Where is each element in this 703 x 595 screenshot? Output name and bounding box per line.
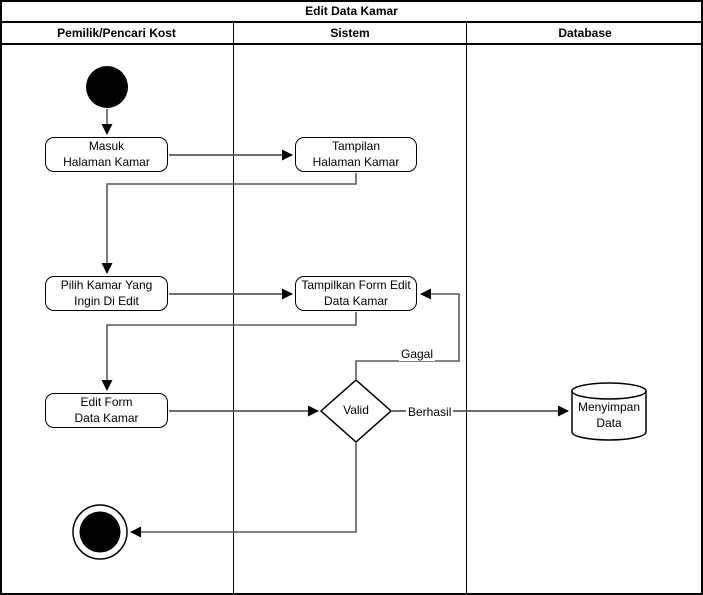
edge-label-gagal: Gagal — [399, 346, 436, 361]
initial-node — [86, 66, 128, 108]
edge-valid-gagal-loop — [355, 288, 460, 379]
swimlane-database: Database — [467, 23, 703, 595]
swimlane-header-database: Database — [467, 23, 703, 45]
final-node-core — [79, 511, 121, 553]
database-menyimpan-data-label: Menyimpan Data — [577, 400, 641, 430]
action-tampilkan-form-edit: Tampilkan Form Edit Data Kamar — [295, 276, 417, 311]
swimlane-sistem: Sistem — [234, 23, 467, 595]
diagram-title: Edit Data Kamar — [0, 0, 703, 23]
swimlane-pemilik: Pemilik/Pencari Kost — [0, 23, 234, 595]
edge-label-berhasil: Berhasil — [406, 404, 454, 419]
action-tampilan-halaman-kamar: Tampilan Halaman Kamar — [295, 137, 417, 172]
swimlane-header-sistem: Sistem — [234, 23, 466, 45]
action-pilih-kamar-edit: Pilih Kamar Yang Ingin Di Edit — [45, 276, 168, 311]
decision-diamond — [319, 378, 393, 444]
database-cylinder-top — [571, 382, 647, 400]
edge-valid-to-end — [130, 443, 357, 538]
edge-tampilkanform-to-editform — [101, 312, 357, 391]
decision-valid-label: Valid — [343, 403, 369, 418]
action-masuk-halaman-kamar: Masuk Halaman Kamar — [45, 137, 168, 172]
action-edit-form-data-kamar: Edit Form Data Kamar — [45, 393, 168, 428]
swimlane-header-pemilik: Pemilik/Pencari Kost — [0, 23, 233, 45]
edge-tampilan-to-pilih — [101, 173, 357, 274]
database-cylinder-body — [571, 391, 647, 441]
